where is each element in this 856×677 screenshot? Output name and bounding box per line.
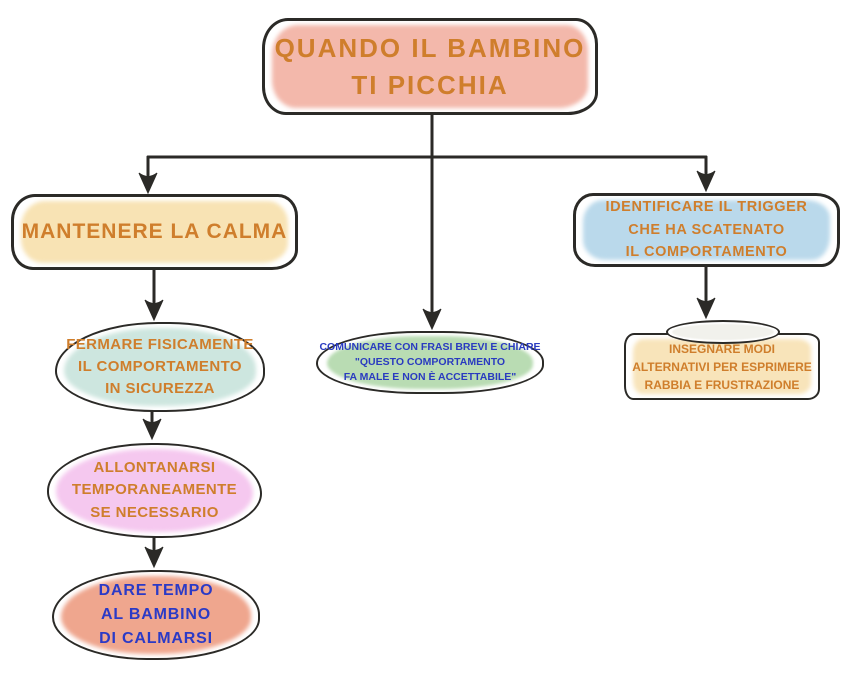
node-label: ALLONTANARSI TEMPORANEAMENTE SE NECESSAR… [71,458,238,521]
arrowhead-to-communicate [422,308,442,331]
arrowhead-stop-to-away [142,418,162,441]
node-mantenere-la-calma: MANTENERE LA CALMA [11,194,298,270]
node-fermare-fisicamente: FERMARE FISICAMENTE IL COMPORTAMENTO IN … [55,322,265,412]
arrowhead-to-keep-calm [138,172,158,195]
node-label: DARE TEMPO AL BAMBINO DI CALMARSI [98,582,214,647]
node-label: INSEGNARE MODI ALTERNATIVI PER ESPRIMERE… [632,341,812,392]
node-label: COMUNICARE CON FRASI BREVI E CHIARE "QUE… [319,340,541,384]
node-quando-il-bambino-ti-picchia: QUANDO IL BAMBINO TI PICCHIA [262,18,598,115]
arrowhead-calm-to-stop [144,299,164,322]
arrowhead-to-identify-trigger [696,170,716,193]
node-label: IDENTIFICARE IL TRIGGER CHE HA SCATENATO… [605,199,808,261]
arrowhead-away-to-time [144,546,164,569]
arrowhead-trigger-to-teach [696,297,716,320]
node-identificare-trigger: IDENTIFICARE IL TRIGGER CHE HA SCATENATO… [573,193,840,267]
node-dare-tempo-al-bambino: DARE TEMPO AL BAMBINO DI CALMARSI [52,570,260,660]
node-allontanarsi-temporaneamente: ALLONTANARSI TEMPORANEAMENTE SE NECESSAR… [47,443,262,538]
node-label: FERMARE FISICAMENTE IL COMPORTAMENTO IN … [66,336,254,397]
node-label: QUANDO IL BAMBINO TI PICCHIA [274,33,586,100]
node-comunicare-frasi-brevi: COMUNICARE CON FRASI BREVI E CHIARE "QUE… [316,331,544,394]
scroll-cap-ellipse [666,320,780,344]
node-label: MANTENERE LA CALMA [21,220,288,243]
